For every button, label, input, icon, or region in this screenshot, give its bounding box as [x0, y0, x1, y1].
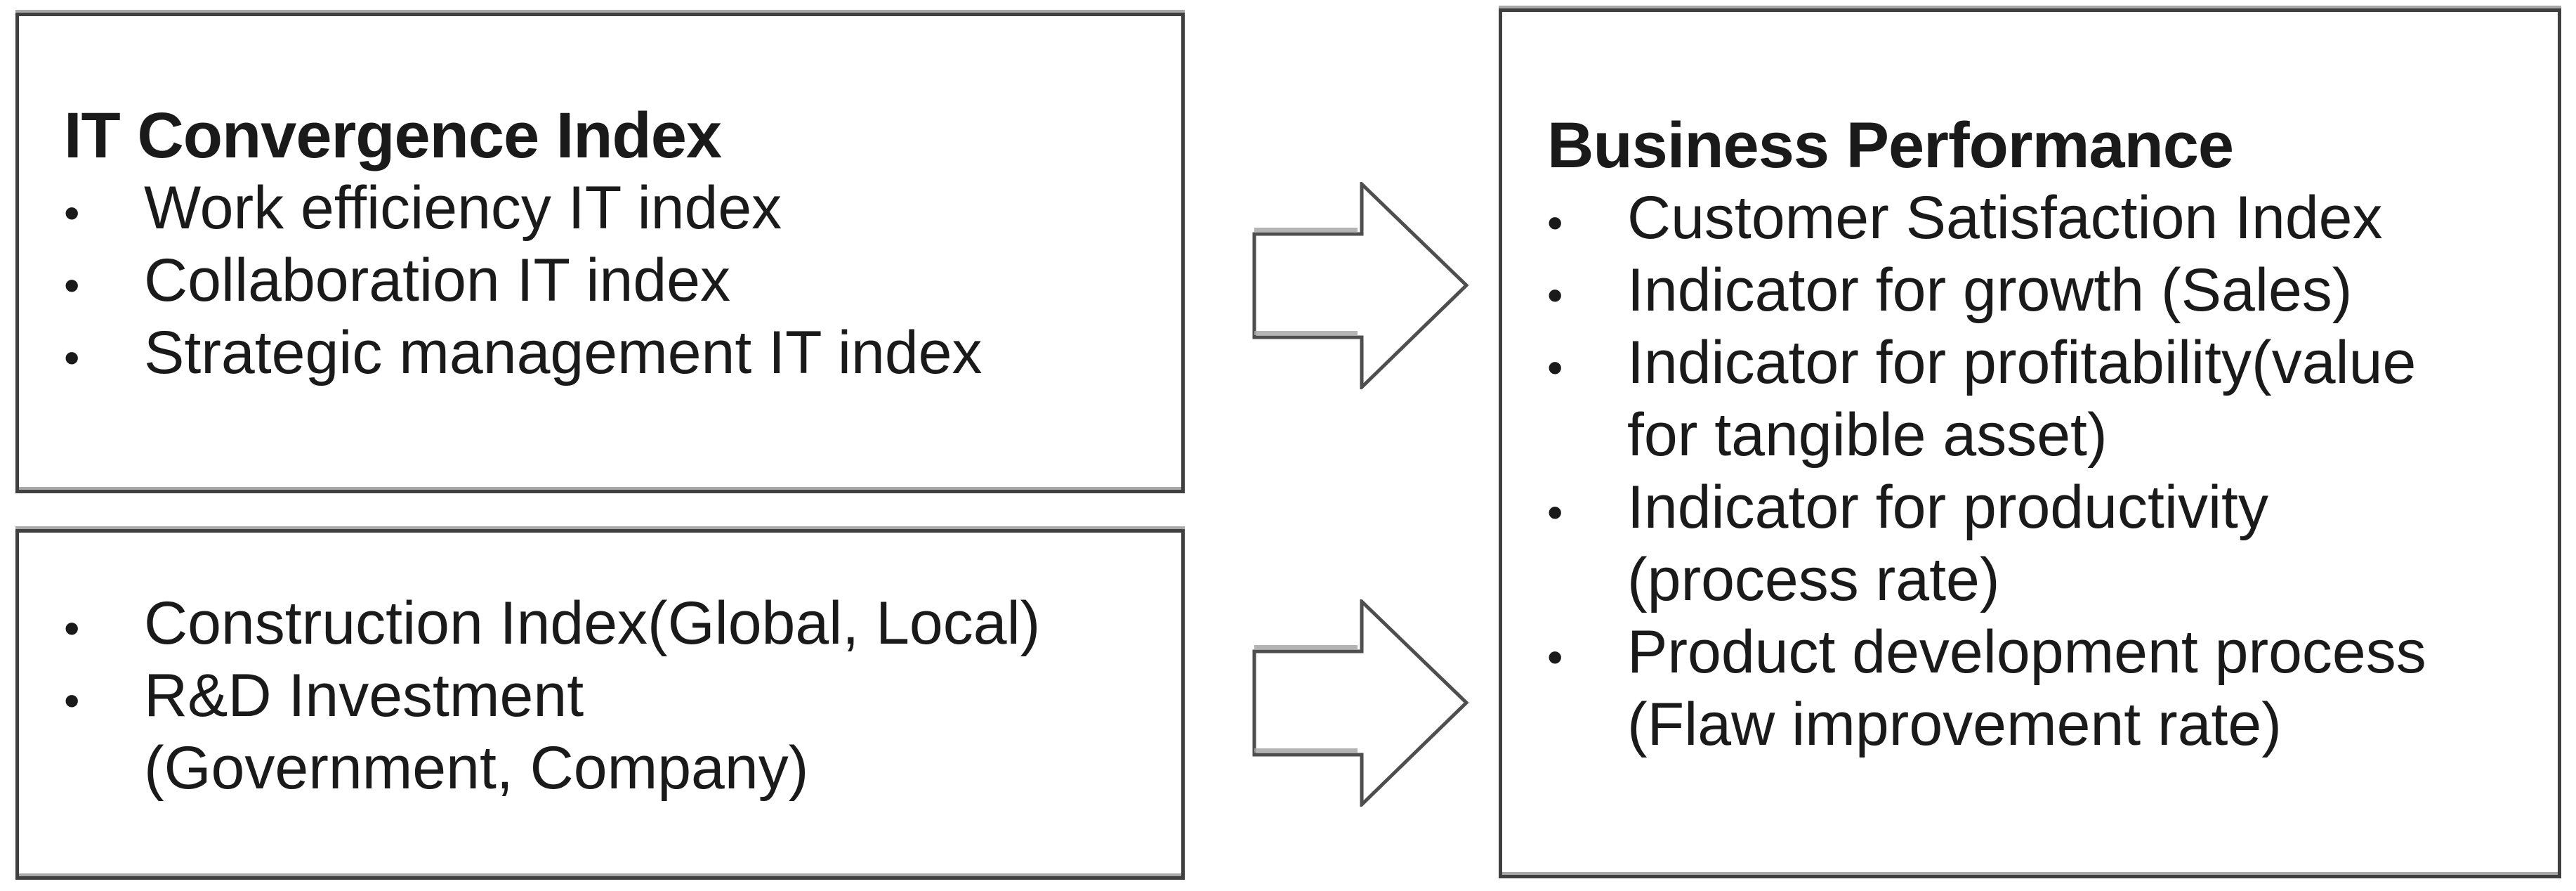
list-item: • Collaboration IT index — [64, 245, 1174, 317]
list-item-label: Work efficiency IT index — [144, 174, 782, 242]
bullet-icon: • — [1547, 269, 1563, 320]
list-item-continuation: (Flaw improvement rate) — [1547, 689, 2551, 761]
bullet-icon: • — [64, 675, 80, 726]
list-item-label: (Government, Company) — [144, 734, 809, 802]
list-item-label: Product development process — [1627, 618, 2426, 686]
list-item: • Indicator for productivity — [1547, 471, 2551, 544]
bullet-icon: • — [64, 332, 80, 383]
right-arrow-shape — [1252, 599, 1468, 807]
list-item-label: Construction Index(Global, Local) — [144, 590, 1041, 657]
list-item-label: (Flaw improvement rate) — [1627, 690, 2282, 758]
list-item-label: Customer Satisfaction Index — [1627, 183, 2383, 252]
list-item-label: R&D Investment — [144, 662, 584, 729]
box-title-business-performance: Business Performance — [1547, 109, 2234, 181]
bullet-icon: • — [64, 260, 80, 311]
list-item: • Customer Satisfaction Index — [1547, 182, 2551, 254]
list-item-label: Collaboration IT index — [144, 247, 731, 314]
list-item-continuation: for tangible asset) — [1547, 399, 2551, 471]
list-item: • Strategic management IT index — [64, 317, 1174, 389]
list-item-label: Strategic management IT index — [144, 319, 983, 386]
list-item-label: Indicator for profitability(value — [1627, 328, 2417, 396]
list-item-label: (process rate) — [1627, 545, 2000, 613]
bullet-icon: • — [1547, 342, 1563, 393]
list-item: • Construction Index(Global, Local) — [64, 587, 1174, 660]
bullet-icon: • — [64, 188, 80, 238]
bullet-icon: • — [1547, 631, 1563, 682]
bullet-icon: • — [1547, 197, 1563, 248]
bullet-icon: • — [1547, 486, 1563, 538]
list-item: • Indicator for profitability(value — [1547, 327, 2551, 399]
bullet-icon: • — [64, 603, 80, 653]
right-arrow-icon — [1252, 182, 1468, 389]
list-item-label: for tangible asset) — [1627, 401, 2108, 469]
list-item: • Product development process — [1547, 616, 2551, 689]
list-item-label: Indicator for growth (Sales) — [1627, 256, 2353, 324]
right-arrow-shape — [1252, 182, 1468, 389]
box-business-performance: Business Performance • Customer Satisfac… — [1499, 8, 2561, 878]
list-item-continuation: (process rate) — [1547, 544, 2551, 616]
box-it-convergence-index: IT Convergence Index • Work efficiency I… — [15, 13, 1185, 493]
list-item-continuation: (Government, Company) — [64, 732, 1174, 805]
box-title-it-convergence: IT Convergence Index — [64, 100, 722, 171]
list-item: • Work efficiency IT index — [64, 172, 1174, 245]
list-item: • Indicator for growth (Sales) — [1547, 254, 2551, 327]
list-item: • R&D Investment — [64, 660, 1174, 732]
right-arrow-icon — [1252, 599, 1468, 807]
box-investment-indexes: • Construction Index(Global, Local) • R&… — [15, 529, 1185, 880]
list-item-label: Indicator for productivity — [1627, 473, 2268, 541]
